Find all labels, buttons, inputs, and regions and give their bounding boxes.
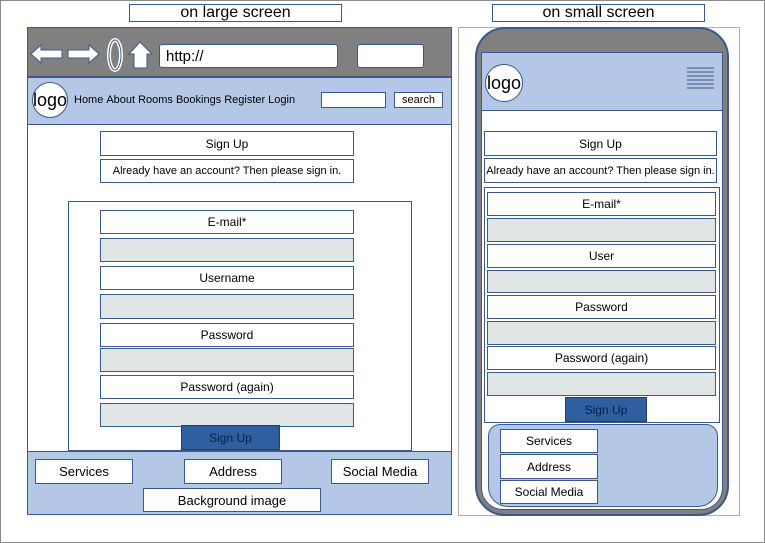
- large-signin-link[interactable]: Already have an account? Then please sig…: [100, 159, 354, 183]
- browser-nav-icons: [30, 38, 154, 72]
- large-signup-title: Sign Up: [100, 131, 354, 156]
- large-footer-services[interactable]: Services: [35, 459, 133, 484]
- large-username-label: Username: [100, 266, 354, 290]
- large-password-label: Password: [100, 323, 354, 347]
- nav-rooms[interactable]: Rooms: [138, 94, 173, 106]
- small-signup-button[interactable]: Sign Up: [565, 397, 647, 422]
- small-user-field[interactable]: [487, 270, 716, 293]
- small-footer-social[interactable]: Social Media: [500, 480, 598, 504]
- heading-large-screen: on large screen: [129, 4, 342, 22]
- large-footer-address[interactable]: Address: [184, 459, 282, 484]
- small-user-label: User: [487, 244, 716, 268]
- back-arrow-icon[interactable]: [30, 43, 63, 65]
- small-password-label: Password: [487, 295, 716, 319]
- large-signup-button[interactable]: Sign Up: [181, 425, 280, 450]
- large-password-field[interactable]: [100, 348, 354, 372]
- hamburger-menu-icon[interactable]: [686, 67, 715, 89]
- small-signup-title: Sign Up: [484, 131, 717, 156]
- small-email-label: E-mail*: [487, 192, 716, 216]
- browser-extra-box[interactable]: [357, 44, 424, 68]
- small-signin-link[interactable]: Already have an account? Then please sig…: [484, 158, 717, 183]
- home-up-icon[interactable]: [127, 41, 154, 69]
- small-password-field[interactable]: [487, 321, 716, 345]
- large-password-again-label: Password (again): [100, 375, 354, 399]
- large-email-label: E-mail*: [100, 210, 354, 234]
- large-username-field[interactable]: [100, 294, 354, 319]
- small-email-field[interactable]: [487, 218, 716, 242]
- address-bar[interactable]: http://: [159, 44, 338, 68]
- small-footer-address[interactable]: Address: [500, 454, 598, 479]
- small-footer-services[interactable]: Services: [500, 429, 598, 453]
- nav-home[interactable]: Home: [74, 94, 104, 106]
- reload-icon[interactable]: [107, 38, 123, 72]
- large-footer-social[interactable]: Social Media: [331, 459, 429, 484]
- nav-about[interactable]: About: [106, 94, 136, 106]
- large-logo: logo: [32, 82, 68, 118]
- address-bar-url: http://: [166, 47, 204, 65]
- nav-bookings[interactable]: Bookings: [175, 94, 222, 106]
- small-password-again-field[interactable]: [487, 372, 716, 396]
- large-footer-background: Background image: [143, 488, 321, 512]
- small-password-again-label: Password (again): [487, 346, 716, 370]
- large-search-input[interactable]: [321, 92, 386, 108]
- large-email-field[interactable]: [100, 238, 354, 262]
- nav-register[interactable]: Register: [224, 94, 266, 106]
- small-logo: logo: [485, 64, 523, 102]
- large-search-button[interactable]: search: [394, 92, 443, 108]
- nav-login[interactable]: Login: [268, 94, 296, 106]
- forward-arrow-icon[interactable]: [67, 43, 100, 65]
- large-password-again-field[interactable]: [100, 403, 354, 427]
- heading-small-screen: on small screen: [492, 4, 705, 22]
